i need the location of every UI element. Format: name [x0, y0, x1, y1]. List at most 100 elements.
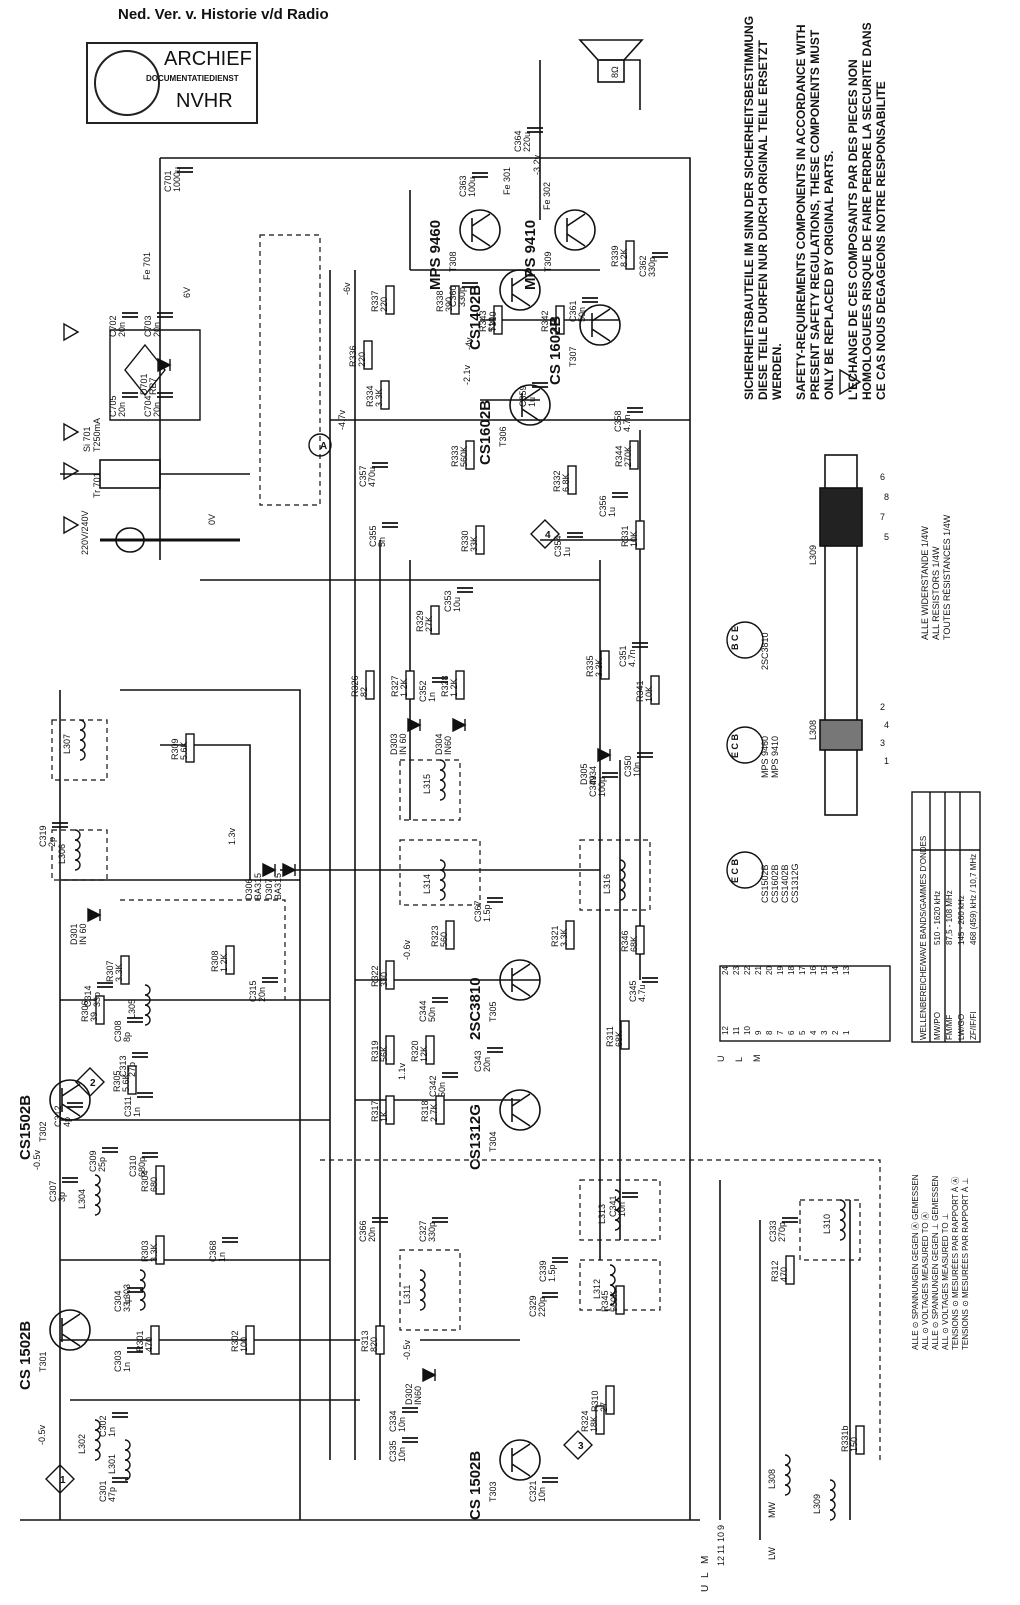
resistor-ref-label: R328 [440, 675, 450, 697]
wave-table-band: LW/GO [957, 1014, 966, 1040]
diode-value-label: IN34 [588, 766, 598, 785]
zero-volt-label: 0V [207, 514, 217, 525]
capacitor-c329 [542, 1292, 558, 1298]
resistor-r324 [595, 1405, 605, 1435]
capacitor-value-label: 47p [107, 1487, 117, 1502]
ferrite-label: Fe 701 [142, 252, 152, 280]
capacitor-ref-label: C310 [128, 1155, 138, 1177]
capacitor-c303 [127, 1347, 143, 1353]
capacitor-value-label: 27p [127, 1062, 137, 1077]
transistor-ref-label: T307 [568, 346, 578, 367]
transistor-t303 [499, 1439, 541, 1481]
transistor-ref-label: T305 [488, 1001, 498, 1022]
voltage-readout: Fe 301 [502, 167, 512, 195]
capacitor-ref-label: C342 [428, 1075, 438, 1097]
resistor-r320 [425, 1035, 435, 1065]
resistor-ref-label: R309 [170, 738, 180, 760]
pinout-pins-label: E C B [730, 858, 740, 883]
capacitor-ref-label: C364 [513, 130, 523, 152]
capacitor-c352 [432, 677, 448, 683]
transistor-ref-label: T304 [488, 1131, 498, 1152]
resistor-r301 [150, 1325, 160, 1355]
resistor-r330 [475, 525, 485, 555]
coil-pin-label: 6 [880, 472, 885, 482]
resistor-r345 [615, 1285, 625, 1315]
wave-table-band: MW/PO [933, 1012, 942, 1040]
capacitor-value-label: 3p [57, 1192, 67, 1202]
pinout-pins-label: E C B [730, 733, 740, 758]
capacitor-ref-label: C303 [113, 1350, 123, 1372]
wave-table-band: FM/MF [945, 1015, 954, 1040]
switch-pin: 10 [716, 1532, 726, 1542]
capacitor-value-label: 10n [617, 1202, 627, 1217]
resistor-ref-label: R306 [80, 1000, 90, 1022]
voltage-note-line: ALLE ⊙ SPANNUNGEN GEGEN ⊥ GEMESSEN [931, 1175, 940, 1350]
resistor-ref-label: R310 [590, 1390, 600, 1412]
capacitor-c339 [552, 1257, 568, 1263]
capacitor-ref-label: C302 [98, 1415, 108, 1437]
resistor-r326 [365, 670, 375, 700]
capacitor-c351 [632, 642, 648, 648]
switch-pin: 12 [716, 1556, 726, 1566]
capacitor-c342 [442, 1072, 458, 1078]
capacitor-ref-label: C301 [98, 1480, 108, 1502]
resistor-r331b [855, 1425, 865, 1455]
coil-ref-label: L306 [57, 844, 67, 864]
resistor-r302 [245, 1325, 255, 1355]
band-switch-pin: 9 [754, 1030, 763, 1035]
transistor-leads [521, 388, 541, 422]
capacitor-value-label: 1.5p [547, 1264, 557, 1282]
resistor-value-label: 220 [379, 297, 389, 312]
capacitor-c358 [627, 407, 643, 413]
resistor-ref-label: R330 [460, 530, 470, 552]
safety-note-en: SAFETY-REQUIREMENTS COMPONENTS IN ACCORD… [794, 24, 836, 400]
transistor-ref-label: T303 [488, 1481, 498, 1502]
resistor-value-label: 220 [357, 352, 367, 367]
band-switch-letter: M [752, 1055, 762, 1063]
capacitor-ref-label: C362 [638, 255, 648, 277]
resistor-value-label: 470 [779, 1267, 789, 1282]
band-switch-pin: 4 [809, 1030, 818, 1035]
resistor-r317 [385, 1095, 395, 1125]
resistor-value-label: 5.6K [121, 1073, 131, 1092]
transformer-label: Tr 701 [92, 472, 102, 498]
transistor-ref-label: T310 [488, 311, 498, 332]
coil-ref-label: L309 [812, 1494, 822, 1514]
transistor-ref-label: T302 [38, 1121, 48, 1142]
capacitor-symbols [52, 127, 798, 1483]
transistor-leads [61, 1313, 81, 1347]
resistor-ref-label: R346 [620, 930, 630, 952]
coil-l311 [419, 1269, 426, 1311]
wave-band-table [719, 791, 981, 1043]
diode-ref-label: D303 [389, 733, 399, 755]
resistor-ref-label: R341 [635, 680, 645, 702]
band-switch-pin: 21 [754, 966, 763, 975]
coil-ref-label: L308 [767, 1469, 777, 1489]
voltage-readout: 1.1v [397, 1062, 407, 1080]
transistor-symbols [49, 209, 621, 1481]
coil-ref-label: L307 [62, 734, 72, 754]
transistor-type-label: 2SC3810 [467, 977, 484, 1040]
resistor-ref-label: R332 [552, 470, 562, 492]
test-point-icons [45, 433, 593, 1494]
coil-l315 [439, 759, 446, 801]
speaker-icon [578, 39, 644, 83]
coil-drawing-label-l309: L309 [808, 545, 818, 565]
voltage-readout: -6v [342, 282, 352, 295]
capacitor-ref-label: C368 [208, 1240, 218, 1262]
transistor-leads [566, 213, 586, 247]
transistor-type-label: CS1402B [467, 285, 484, 350]
band-switch-pin: 24 [721, 966, 730, 975]
band-switch-letter: L [734, 1057, 744, 1062]
capacitor-ref-label: C307 [48, 1180, 58, 1202]
resistor-ref-label: R338 [435, 290, 445, 312]
capacitor-ref-label: C329 [528, 1295, 538, 1317]
resistor-ref-label: R323 [430, 925, 440, 947]
stamp-logo [94, 50, 160, 116]
resistor-ref-label: R339 [610, 245, 620, 267]
resistor-value-label: 1.2K [399, 678, 409, 697]
switch-letter: U [700, 1585, 711, 1592]
resistor-ref-label: R326 [350, 675, 360, 697]
capacitor-value-label: 5n [377, 537, 387, 547]
